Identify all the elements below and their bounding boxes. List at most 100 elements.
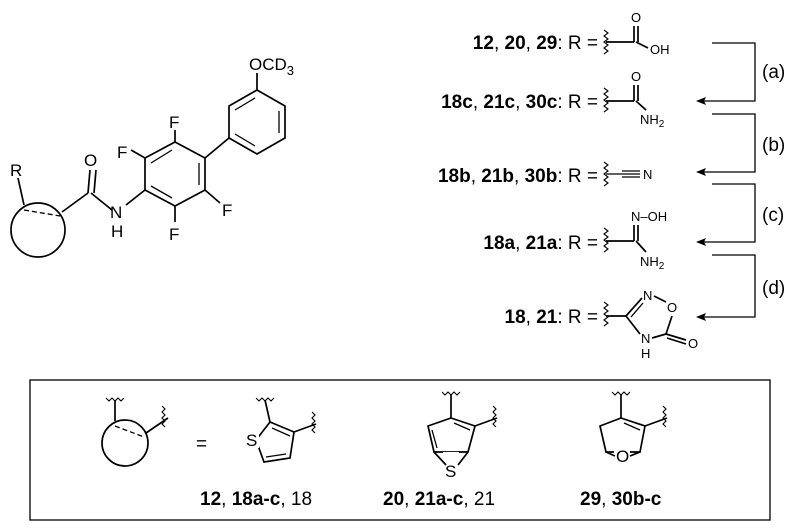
- amide-nh2-atom: NH2: [640, 112, 665, 130]
- thio1-sub-bond-1: [264, 399, 271, 423]
- furan-label: 29, 30b-c: [580, 489, 662, 510]
- thio1-wavy-2: [311, 411, 316, 434]
- co-bond-1: [87, 169, 91, 194]
- legend-generic-ring: [101, 419, 149, 467]
- wavy-bond-oxadiazolone: [603, 301, 609, 327]
- arrow-d-head: [696, 313, 706, 321]
- furan-sub-bond-2: [644, 417, 668, 427]
- furan-inner-1: [623, 422, 641, 431]
- oxa-ring-cn-double: [630, 302, 644, 318]
- f1-bond: [130, 149, 146, 159]
- amide-h-atom: H: [111, 222, 123, 241]
- oxa-ring-nc: [625, 315, 641, 335]
- r-bond: [17, 177, 25, 206]
- oxa-carbonyl-2: [666, 337, 687, 345]
- amidoxime-n-bond: [635, 240, 647, 253]
- oxa-n-atom: N: [643, 288, 652, 303]
- thio2-inner-1: [453, 422, 471, 431]
- legend-box: [29, 379, 771, 521]
- row-label-oxadiazolone: 18, 21: R =: [505, 307, 599, 328]
- scaffold-structure: R O N H F F F F OCD3: [10, 55, 294, 258]
- ring-inner-1: [150, 149, 173, 164]
- thio2-cs-bond-2: [457, 451, 469, 466]
- thio2-cs-bond-1: [433, 451, 447, 466]
- arrow-a-label: (a): [762, 62, 785, 83]
- arrow-c-head: [696, 238, 706, 246]
- arrow-a: [702, 42, 756, 102]
- furan-o-atom: O: [616, 447, 629, 466]
- thio2-s-mask: [443, 452, 459, 474]
- legend-equals: =: [196, 434, 207, 455]
- wavy-bond-acid: [603, 29, 609, 55]
- oxa-ring-oc: [665, 315, 673, 335]
- oxa-ring-cn: [625, 297, 643, 317]
- thio2-wavy-2: [492, 405, 497, 428]
- r-group-series: 12, 20, 29: R = O OH 18c, 21c, 30c: R = …: [438, 10, 785, 361]
- oxa-ring-no: [653, 295, 667, 303]
- thio1-sub-bond-2: [293, 423, 317, 433]
- amidoxime-noh-atom: N–OH: [631, 209, 667, 224]
- arrow-d-label: (d): [762, 278, 785, 299]
- oxa-carbonyl-o-atom: O: [688, 336, 698, 351]
- f3-atom: F: [222, 201, 232, 220]
- carbonyl-o-atom: O: [84, 151, 97, 170]
- arrow-b: [702, 113, 756, 173]
- ocd3-label: OCD3: [249, 55, 294, 78]
- thio1-label: 12, 18a-c, 18: [200, 489, 312, 510]
- f1-atom: F: [117, 143, 127, 162]
- biaryl-bond: [204, 137, 230, 159]
- arrow-d: [702, 254, 756, 318]
- arrow-c-label: (c): [762, 205, 784, 226]
- f4-atom: F: [169, 225, 179, 244]
- thio1-inner-1: [271, 427, 291, 437]
- arrow-b-head: [696, 168, 706, 176]
- f3-bond: [204, 189, 221, 204]
- acid-o-atom: O: [631, 10, 641, 25]
- row-label-amide: 18c, 21c, 30c: R =: [441, 92, 598, 113]
- wavy-bond-amidoxime: [603, 227, 609, 253]
- arrow-a-head: [696, 97, 706, 105]
- oxa-o-atom: O: [667, 300, 677, 315]
- thio2-sub-bond-2: [474, 417, 498, 427]
- row-label-nitrile: 18b, 21b, 30b: R =: [438, 166, 598, 187]
- furan-co-bond-2: [629, 451, 641, 457]
- row-label-amidoxime: 18a, 21a: R =: [483, 233, 598, 254]
- thio2-ring: [427, 417, 477, 453]
- legend-wavy-2: [161, 405, 166, 428]
- acid-oh-atom: OH: [650, 42, 670, 57]
- amidoxime-nh2-atom: NH2: [640, 254, 665, 272]
- thio2-inner-2: [431, 429, 438, 449]
- amide-n-atom: N: [110, 203, 122, 222]
- furan-o-mask: [614, 444, 630, 462]
- nitrile-n-atom: N: [643, 167, 652, 182]
- furan-co-bond-1: [605, 451, 616, 457]
- wavy-bond-nitrile: [603, 161, 609, 187]
- n-aryl-bond: [125, 189, 146, 206]
- thio2-label: 20, 21a-c, 21: [383, 489, 495, 510]
- wavy-bond-amide: [603, 87, 609, 113]
- thio2-s-atom: S: [445, 462, 456, 481]
- oxa-nh-n-atom: N: [641, 331, 650, 346]
- thio1-s-mask: [245, 432, 259, 448]
- legend-generic-dash: [114, 425, 145, 438]
- generic-ring: [10, 202, 66, 258]
- tetrafluoro-ring: [144, 141, 206, 207]
- oxa-carbonyl-1: [665, 333, 687, 341]
- row-label-acid: 12, 20, 29: R =: [473, 33, 598, 54]
- c-n-bond: [90, 192, 113, 211]
- arrow-b-label: (b): [762, 135, 785, 156]
- oxa-ring-cn2: [651, 333, 667, 339]
- acid-oh-bond: [635, 41, 649, 49]
- methoxyphenyl-ring: [228, 89, 286, 155]
- co-bond-2: [93, 169, 97, 194]
- ring2-inner-3: [234, 133, 256, 147]
- furan-wavy-2: [662, 405, 667, 428]
- ring-double-bond-dash: [23, 209, 61, 217]
- thio1-s-atom: S: [246, 431, 257, 450]
- ring-carbonyl-bond: [61, 192, 89, 213]
- ring2-inner-1: [234, 97, 256, 111]
- arrow-c: [702, 183, 756, 243]
- f2-atom: F: [169, 113, 179, 132]
- ring-inner-3: [150, 185, 173, 199]
